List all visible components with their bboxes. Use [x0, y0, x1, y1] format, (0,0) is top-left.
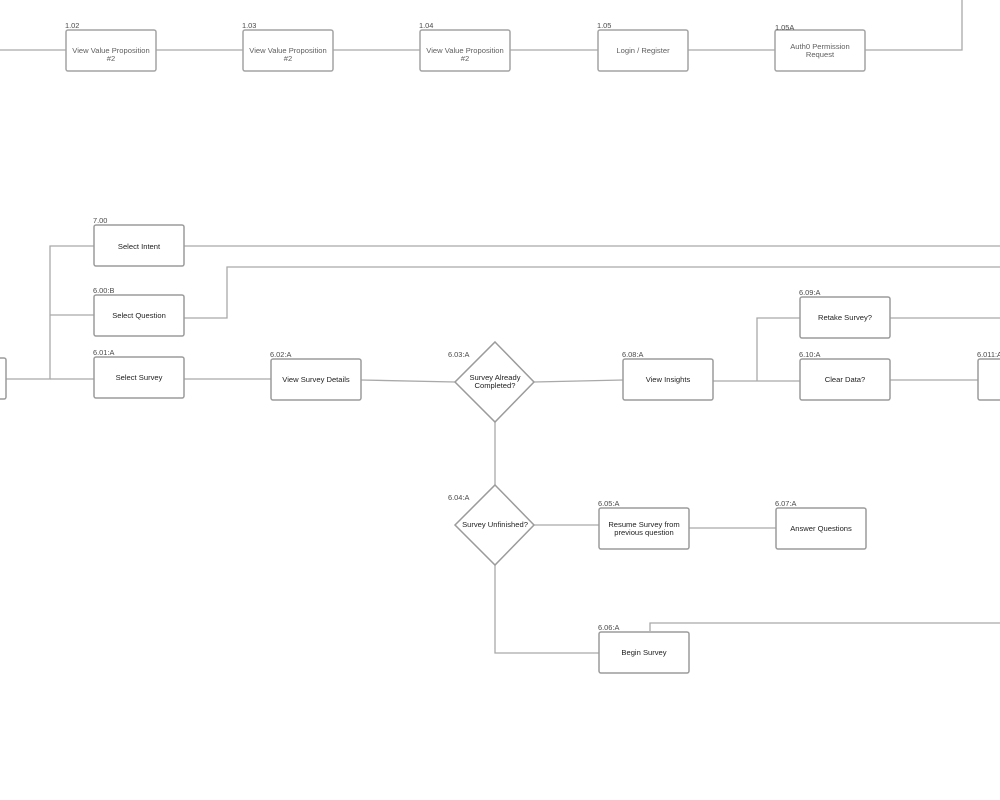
- process-node-6-06a: 6.06:A Begin Survey: [598, 623, 690, 674]
- node-title-line-2: #2: [107, 54, 115, 63]
- connector-6-02a-to-6-03a: [360, 379, 456, 383]
- node-id-label: 6.09:A: [799, 288, 820, 297]
- process-node-6-07a: 6.07:A Answer Questions: [775, 499, 867, 550]
- connector-6-00b-offscreen: [184, 266, 1000, 319]
- node-title-line-1: Select Intent: [118, 242, 161, 251]
- node-title-line-1: Clear Data?: [825, 375, 866, 384]
- process-node-6-05a: 6.05:A Resume Survey from previous quest…: [598, 499, 690, 550]
- connector-6-04a-to-6-06a: [494, 565, 599, 654]
- node-title-line-1: Survey Already: [469, 373, 520, 382]
- connector-1-05a-offscreen: [865, 0, 963, 51]
- process-node-6-01a: 6.01:A Select Survey: [93, 348, 185, 399]
- connectors: [0, 0, 1000, 654]
- process-node-1-02: 1.02 View Value Proposition #2: [65, 21, 157, 72]
- node-title-line-2: #2: [284, 54, 292, 63]
- node-id-label: 6.03:A: [448, 350, 469, 359]
- decision-node-6-04a: 6.04:A Survey Unfinished?: [448, 483, 536, 567]
- process-node-7-00: 7.00 Select Intent: [93, 216, 185, 267]
- node-id-label: 6.06:A: [598, 623, 619, 632]
- node-id-label: 1.05: [597, 21, 611, 30]
- process-node-6-02a: 6.02:A View Survey Details: [270, 350, 362, 401]
- node-id-label: 6.011:A: [977, 350, 1000, 359]
- node-title-line-2: Completed?: [475, 381, 516, 390]
- node-id-label: 6.00:B: [93, 286, 114, 295]
- node-title-line-1: Auth0 Permission: [790, 42, 850, 51]
- node-id-label: 6.02:A: [270, 350, 291, 359]
- connector-entry-branch: [6, 245, 94, 380]
- node-title-line-1: Begin Survey: [621, 648, 666, 657]
- node-title-line-1: View Insights: [646, 375, 691, 384]
- node-title-line-1: View Value Proposition: [249, 46, 326, 55]
- node-id-label: 6.10:A: [799, 350, 820, 359]
- node-title-line-1: View Value Proposition: [426, 46, 503, 55]
- node-id-label: 1.03: [242, 21, 256, 30]
- node-title-line-2: previous question: [614, 528, 674, 537]
- node-id-label: 6.08:A: [622, 350, 643, 359]
- process-node-6-011a: 6.011:A: [977, 350, 1000, 401]
- process-node-1-04: 1.04 View Value Proposition #2: [419, 21, 511, 72]
- node-title-line-1: Resume Survey from: [608, 520, 679, 529]
- node-title-line-1: Survey Unfinished?: [462, 520, 528, 529]
- process-node-6-00b: 6.00:B Select Question: [93, 286, 185, 337]
- process-node-1-03: 1.03 View Value Proposition #2: [242, 21, 334, 72]
- node-title-line-1: Retake Survey?: [818, 313, 872, 322]
- node-title-line-1: Answer Questions: [790, 524, 852, 533]
- node-id-label: 6.01:A: [93, 348, 114, 357]
- node-id-label: 6.04:A: [448, 493, 469, 502]
- node-id-label: 6.05:A: [598, 499, 619, 508]
- process-node-6-08a: 6.08:A View Insights: [622, 350, 714, 401]
- node-title-line-1: Select Question: [112, 311, 166, 320]
- node-id-label: 6.07:A: [775, 499, 796, 508]
- process-node-1-05: 1.05 Login / Register: [597, 21, 689, 72]
- node-id-label: 7.00: [93, 216, 107, 225]
- connector-6-06a-offscreen: [649, 622, 1000, 631]
- process-node-1-05a: 1.05A Auth0 Permission Request: [774, 23, 866, 72]
- node-title-line-1: Select Survey: [116, 373, 163, 382]
- node-id-label: 1.05A: [775, 23, 794, 32]
- decision-node-6-03a: 6.03:A Survey Already Completed?: [448, 340, 536, 424]
- node-id-label: 1.04: [419, 21, 433, 30]
- connector-branch-to-6-09a: [756, 317, 800, 381]
- offscreen-entry-node: [0, 357, 7, 400]
- node-title-line-1: Login / Register: [616, 46, 670, 55]
- node-title-line-1: View Survey Details: [282, 375, 350, 384]
- process-node-6-09a: 6.09:A Retake Survey?: [799, 288, 891, 339]
- node-id-label: 1.02: [65, 21, 79, 30]
- connector-6-03a-to-6-08a: [533, 379, 624, 383]
- node-title-line-2: Request: [806, 50, 835, 59]
- node-title-line-2: #2: [461, 54, 469, 63]
- node-title-line-1: View Value Proposition: [72, 46, 149, 55]
- process-node-6-10a: 6.10:A Clear Data?: [799, 350, 891, 401]
